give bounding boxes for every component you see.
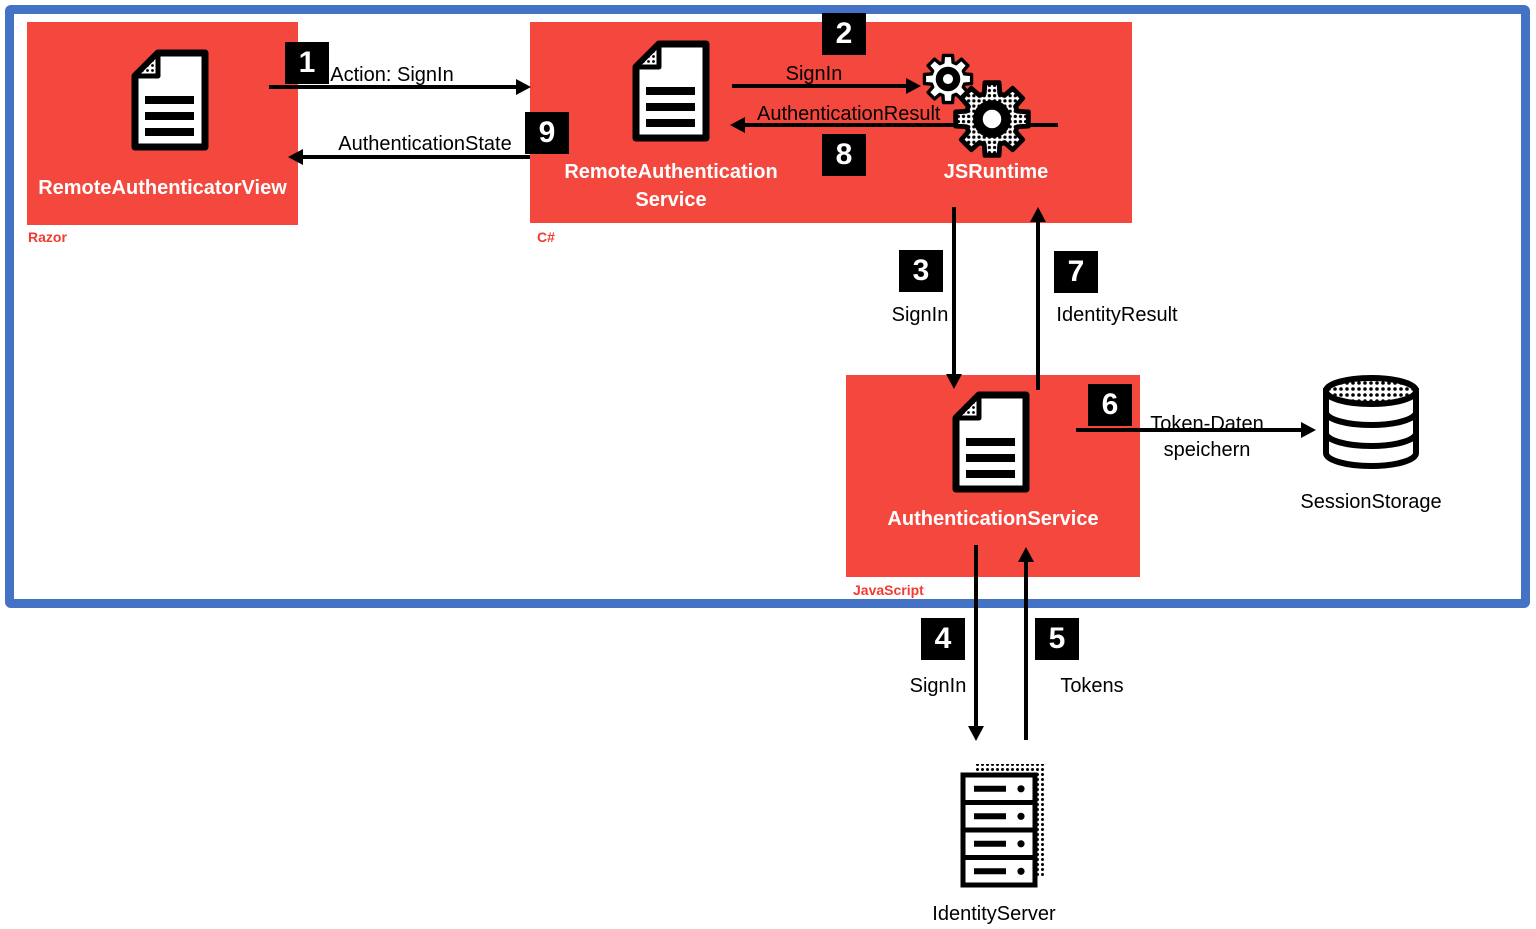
box-javascript-title: AuthenticationService (887, 508, 1099, 530)
razor-tag: Razor (28, 229, 67, 245)
document-icon-csharp (632, 40, 710, 142)
box-razor-title: RemoteAuthenticatorView (38, 177, 287, 199)
arrow-9-head-icon (288, 149, 303, 165)
arrow-2-head-icon (906, 78, 921, 94)
step-7-badge: 7 (1054, 251, 1098, 293)
step-5-badge: 5 (1035, 618, 1079, 660)
step-4-label: SignIn (909, 675, 967, 697)
step-9-badge: 9 (525, 112, 569, 154)
step-8-label: AuthenticationResult (757, 103, 941, 125)
arrow-7-line (1036, 221, 1040, 390)
step-1-label: Action: SignIn (330, 64, 454, 86)
arrow-8-head-icon (730, 117, 745, 133)
step-5-label: Tokens (1060, 675, 1124, 697)
arrow-5-head-icon (1018, 547, 1034, 562)
step-6-label-line2: speichern (1163, 439, 1251, 461)
arrow-6-head-icon (1301, 422, 1316, 438)
arrow-5-line (1024, 561, 1028, 740)
step-8-badge: 8 (822, 134, 866, 176)
box-csharp-title-line2: Service (635, 189, 707, 211)
arrow-7-head-icon (1030, 207, 1046, 222)
arrow-3-head-icon (946, 374, 962, 389)
arrow-1-head-icon (516, 79, 531, 95)
arrow-2-line (732, 84, 906, 88)
csharp-tag: C# (537, 229, 555, 245)
jsruntime-label: JSRuntime (943, 161, 1049, 183)
gears-icon (922, 53, 1031, 158)
server-icon (960, 764, 1046, 888)
step-6-label: Token-Daten speichern (1117, 411, 1297, 463)
flow-frame-border (5, 5, 1530, 608)
identity-server-label: IdentityServer (932, 903, 1056, 925)
step-1-badge: 1 (285, 42, 329, 84)
javascript-tag: JavaScript (853, 582, 924, 598)
database-icon (1323, 375, 1419, 469)
arrow-9-line (302, 155, 530, 159)
step-2-badge: 2 (822, 13, 866, 55)
arrow-4-line (974, 545, 978, 726)
step-6-label-line1: Token-Daten (1150, 413, 1264, 435)
step-7-label: IdentityResult (1056, 304, 1178, 326)
step-3-label: SignIn (891, 304, 949, 326)
box-csharp-title: RemoteAuthentication Service (548, 158, 794, 214)
session-storage-label: SessionStorage (1300, 491, 1442, 513)
arrow-1-line (269, 85, 516, 89)
box-csharp: RemoteAuthentication Service JSRuntime (530, 22, 1132, 223)
step-4-badge: 4 (921, 618, 965, 660)
arrow-8-line (744, 123, 1058, 127)
document-icon-razor (131, 49, 209, 151)
step-3-badge: 3 (899, 250, 943, 292)
step-2-label: SignIn (785, 63, 843, 85)
document-icon-javascript (952, 391, 1030, 493)
step-9-label: AuthenticationState (338, 133, 512, 155)
step-6-badge: 6 (1088, 384, 1132, 426)
arrow-3-line (952, 207, 956, 374)
arrow-6-line (1076, 428, 1301, 432)
arrow-4-head-icon (968, 726, 984, 741)
box-csharp-title-line1: RemoteAuthentication (564, 161, 778, 183)
